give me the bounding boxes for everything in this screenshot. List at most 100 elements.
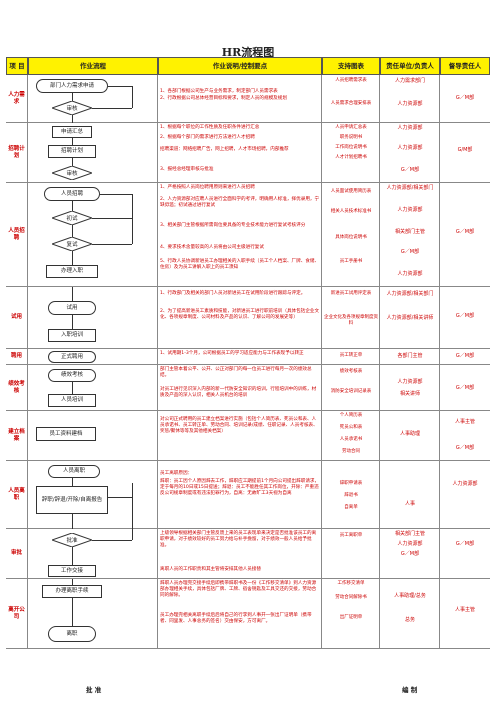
desc-column: 1、行政部门及相关的部门人员对新进员工在试用阶段进行跟踪与评定。 2、为了提高新… — [158, 287, 322, 348]
header-item: 项 目 — [6, 57, 28, 75]
flow-step-demand-request: 部门人力需求申请 — [36, 79, 108, 93]
resp-item: 总务 — [404, 617, 415, 623]
doc-item: 员工转正单 — [339, 353, 363, 358]
resp-item: 相关讲师 — [399, 391, 420, 397]
flow-step-induction-training: 入职培训 — [48, 329, 96, 342]
leader-item: 人事主管 — [454, 419, 475, 425]
doc-item: 新进员工试用评定表 — [330, 291, 372, 296]
docs-column: 员工转正单 — [322, 349, 380, 364]
docs-column: 员工离职单 — [322, 529, 380, 578]
header-desc: 作业说明/控制要点 — [158, 57, 322, 75]
docs-column: 新进员工试用评定表 企业文化及各项规章制度资料 — [322, 287, 380, 348]
flow-step-trial: 试用 — [48, 301, 96, 315]
flow-step-second-interview: 复试 — [52, 237, 92, 251]
desc-column: 部门主管本着公平、公开、公正对部门的每一位员工进行每月一次的绩效总结。 对员工进… — [158, 365, 322, 410]
flow-step-handover: 工作交接 — [48, 565, 96, 577]
doc-item: 劳动合同 — [342, 449, 360, 454]
resp-item: 人力需求部门 — [394, 78, 425, 84]
doc-item: 工作移交清单 — [337, 581, 365, 586]
flow-step-first-interview: 初试 — [52, 211, 92, 225]
leader-item: G／M部 — [455, 541, 475, 547]
resp-item: 人力资源部/相关部门 — [386, 291, 434, 297]
doc-item: 个人简历表 — [339, 413, 363, 418]
doc-item: 人员需求合理安排表 — [330, 101, 372, 106]
leader-column: 人事主管 — [440, 579, 490, 648]
flow-column: 批准 工作交接 — [28, 483, 158, 578]
resp-item: 人力资源部 — [397, 101, 423, 107]
leader-item: G/M部 — [457, 147, 473, 153]
section-label: 聘用 — [6, 349, 28, 364]
flow-step-resign: 人员离职 — [48, 465, 100, 478]
resp-column: 人力资源部/相关部门 人力资源部 相关部门主管 G／M部 人力资源部 — [380, 183, 440, 286]
resp-item: 人事 — [404, 501, 415, 507]
resp-item: 人力资源部 — [397, 541, 423, 547]
flow-step-staff-file: 员工资料建档 — [36, 427, 96, 441]
resp-item: G／M部 — [400, 249, 420, 255]
doc-item: 人员面试使用简历表 — [330, 189, 372, 194]
flow-column: 部门人力需求申请 审核 — [28, 75, 158, 123]
resp-item: 人力资源部/相关讲师 — [386, 315, 434, 321]
desc-text: 1、试用期1-3个月，公司根据员工的学习适应能力与工作表现予以转正 — [160, 351, 304, 356]
doc-item: 人员承诺书 — [339, 437, 363, 442]
desc-column: 1、根据每个职位的工作性质及任职条件进行汇总 2、根据每个部门的需求进行方法进行… — [158, 123, 322, 182]
desc-text: 2、行政根据公司总体经营目标和要求，制定人员的规模及规划 — [160, 96, 287, 101]
resp-item: 相关部门主管 — [394, 229, 425, 235]
resp-item: 各部门主管 — [397, 353, 423, 359]
docs-column: 人员申请汇总表 职务说明书 工作岗位说明书 人才计划招聘书 — [322, 123, 380, 182]
section-label: 人员招聘 — [6, 183, 28, 286]
leader-item: 人力资源部 — [452, 481, 478, 487]
desc-text: 招聘渠道：网络招聘广告，网上招聘，人才市场招聘，内部推荐 — [160, 147, 289, 152]
desc-column: 1、各部门根据公司生产与业务需求，制定部门人员需求表 2、行政根据公司总体经营目… — [158, 75, 322, 122]
flow-step-resign-report: 辞职/辞退/开除/自离报告 — [36, 486, 108, 514]
doc-item: 死员公和表 — [339, 425, 363, 430]
desc-column: 辞职人员办理完交接手续后即携带辞职书及一份《工作移交清单》到人力资源部办理相关手… — [158, 579, 322, 648]
leader-item: G／M部 — [455, 445, 475, 451]
doc-item: 员工离职单 — [339, 533, 363, 538]
doc-item: 人员招聘需求表 — [335, 78, 367, 83]
docs-column: 绩效考核表 消防安全培训记录表 — [322, 365, 380, 410]
header-docs: 支持图表 — [322, 57, 380, 75]
section-resign: 人员离职 人员离职 辞职/辞退/开除/自离报告 员工离职原因： 辞职：员工因个人… — [6, 461, 490, 529]
desc-column: 1、试用期1-3个月，公司根据员工的学习适应能力与工作表现予以转正 — [158, 349, 322, 364]
flow-step-review: 审核 — [52, 101, 92, 115]
flow-step-onboard: 办理入职 — [46, 265, 98, 278]
section-leave: 离开公司 办理离职手续 离职 辞职人员办理完交接手续后即携带辞职书及一份《工作移… — [6, 579, 490, 649]
resp-item: 人力资源部 — [397, 145, 423, 151]
section-label: 绩效考核 — [6, 365, 28, 410]
desc-text: 辞职人员办理完交接手续后即携带辞职书及一份《工作移交清单》到人力资源部办理相关手… — [160, 581, 317, 598]
doc-item: 辞职申请表 — [339, 481, 363, 486]
doc-item: 工作岗位说明书 — [335, 145, 367, 150]
doc-item: 消防安全培训记录表 — [330, 389, 372, 394]
leader-column: G／M部 — [440, 75, 490, 122]
desc-column: 1、严格按照人员岗位聘用原则来进行人员招聘 2、人力资源部对应聘人员进行全面科学… — [158, 183, 322, 286]
flow-column: 申请汇总 招聘计划 审核 — [28, 123, 158, 182]
leader-item: G／M部 — [455, 385, 475, 391]
desc-text: 辞职：员工因个人原因辞去工作，辞职应工期提前1个月向公司提出辞职请求，定于每月的… — [160, 479, 320, 496]
leader-column: G／M部 — [440, 365, 490, 410]
desc-text: 5、行政人员协调新进员工办理相关的入职手续（员工个人档案、厂牌、食储、住房）及为… — [160, 259, 320, 270]
section-demand: 人力需求 部门人力需求申请 审核 1、各部门根据公司生产与业务需求，制定部门人员… — [6, 75, 490, 123]
flow-step-approve: 批准 — [52, 533, 92, 547]
doc-item: 绩效考核表 — [339, 369, 363, 374]
compile-label: 编 制 — [402, 686, 418, 694]
doc-item: 企业文化及各项规章制度资料 — [324, 315, 378, 326]
section-archive: 建立档案 员工资料建档 对公司正式聘用的员工建立档案进行实施（包括个人简历表、死… — [6, 411, 490, 461]
hr-flow-table: 项 目 作业流程 作业说明/控制要点 支持图表 责任单位/负责人 督导责任人 人… — [6, 57, 490, 664]
header-leader: 督导责任人 — [440, 57, 490, 75]
approve-label: 批 准 — [86, 686, 102, 694]
resp-item: 人事助理 — [399, 431, 420, 437]
header-resp: 责任单位/负责人 — [380, 57, 440, 75]
section-label: 试用 — [6, 287, 28, 348]
resp-column: 相关部门主管 人力资源部 G／M部 — [380, 529, 440, 578]
leader-column: G／M部 — [440, 349, 490, 364]
doc-item: 员工手册书 — [339, 259, 363, 264]
docs-column: 辞职申请表 辞退书 自离单 — [322, 461, 380, 528]
flow-column: 人员招聘 初试 复试 办理入职 — [28, 183, 158, 286]
resp-column: 人事助理/总务 总务 — [380, 579, 440, 648]
flow-step-formal-hire: 正式聘用 — [48, 351, 96, 363]
doc-item: 相关人员技术标准书 — [330, 209, 372, 214]
desc-text: 员工办理完相关离职手续后后将自己的行李到人事开一张出厂证明单（携带者、同里发、人… — [160, 613, 312, 624]
flow-step-staff-training: 人员培训 — [48, 394, 96, 407]
resp-column: 人事助理 — [380, 411, 440, 460]
flow-step-summary: 申请汇总 — [52, 126, 92, 138]
